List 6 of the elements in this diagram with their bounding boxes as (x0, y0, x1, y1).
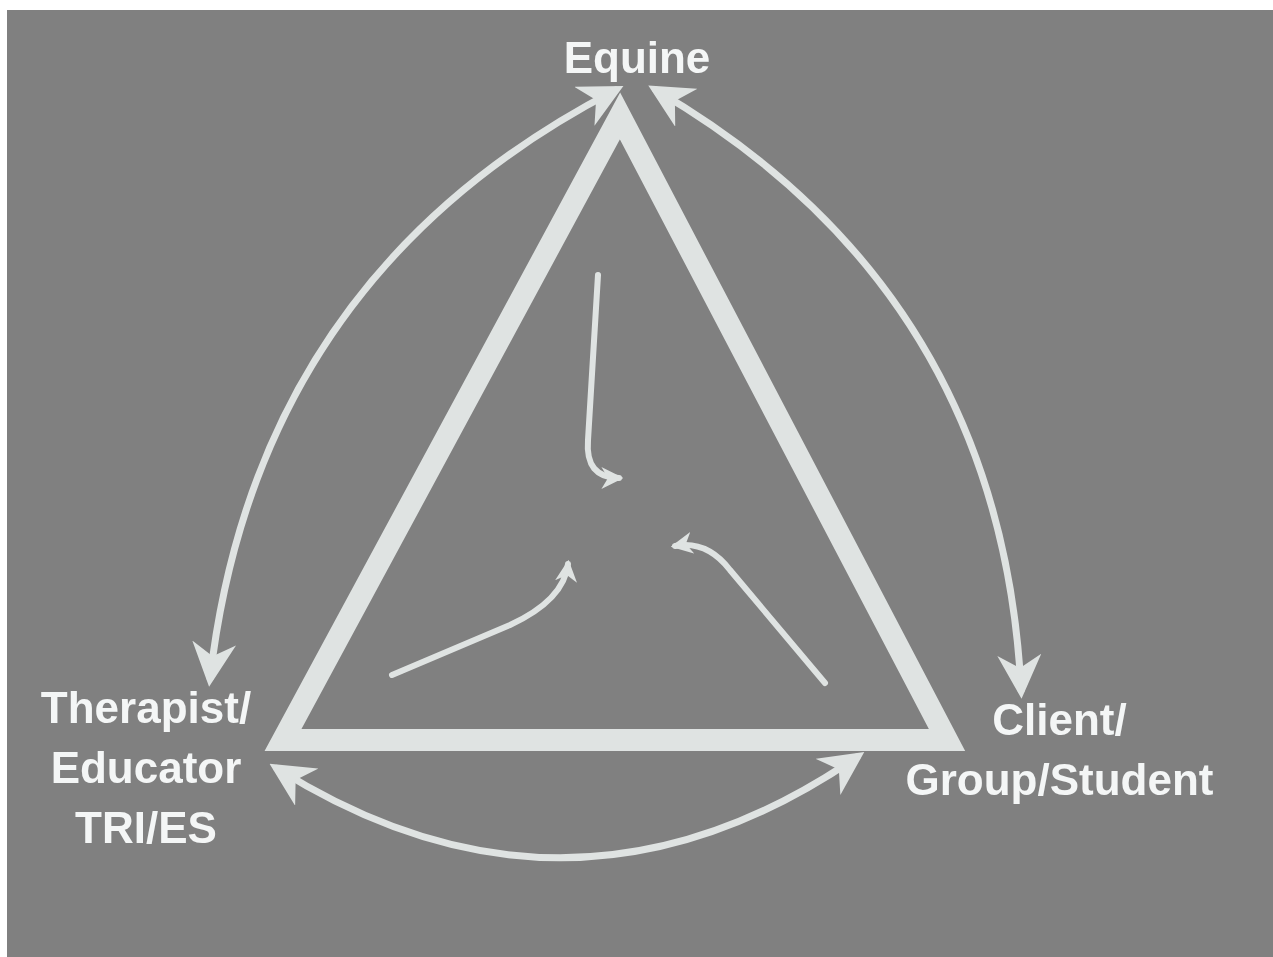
corner-label: Equine (532, 28, 742, 88)
double-headed-arrow (269, 752, 865, 862)
double-headed-arrow (648, 85, 1040, 699)
double-headed-arrow (193, 85, 624, 687)
corner-label: Therapist/ Educator TRI/ES (15, 678, 277, 858)
corner-label: Client/ Group/Student (857, 690, 1262, 810)
